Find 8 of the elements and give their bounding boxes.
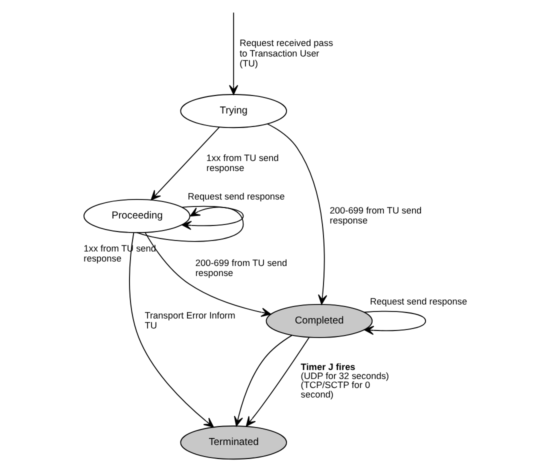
edge-label: 1xx from TU send response	[206, 152, 279, 173]
edge-label: Request send response	[370, 296, 468, 306]
edge-label: 200-699 from TU send response	[195, 258, 288, 278]
edge-label: Transport Error Inform TU	[144, 310, 236, 330]
edge-label: Timer J fires (UDP for 32 seconds) (TCP/SCTP for 0 second)	[300, 362, 389, 400]
edge-label: Request received pass to Transaction User (TU)	[240, 38, 334, 68]
edge-label: 200-699 from TU send response	[330, 205, 422, 226]
edge-label: Request send response	[188, 191, 285, 202]
